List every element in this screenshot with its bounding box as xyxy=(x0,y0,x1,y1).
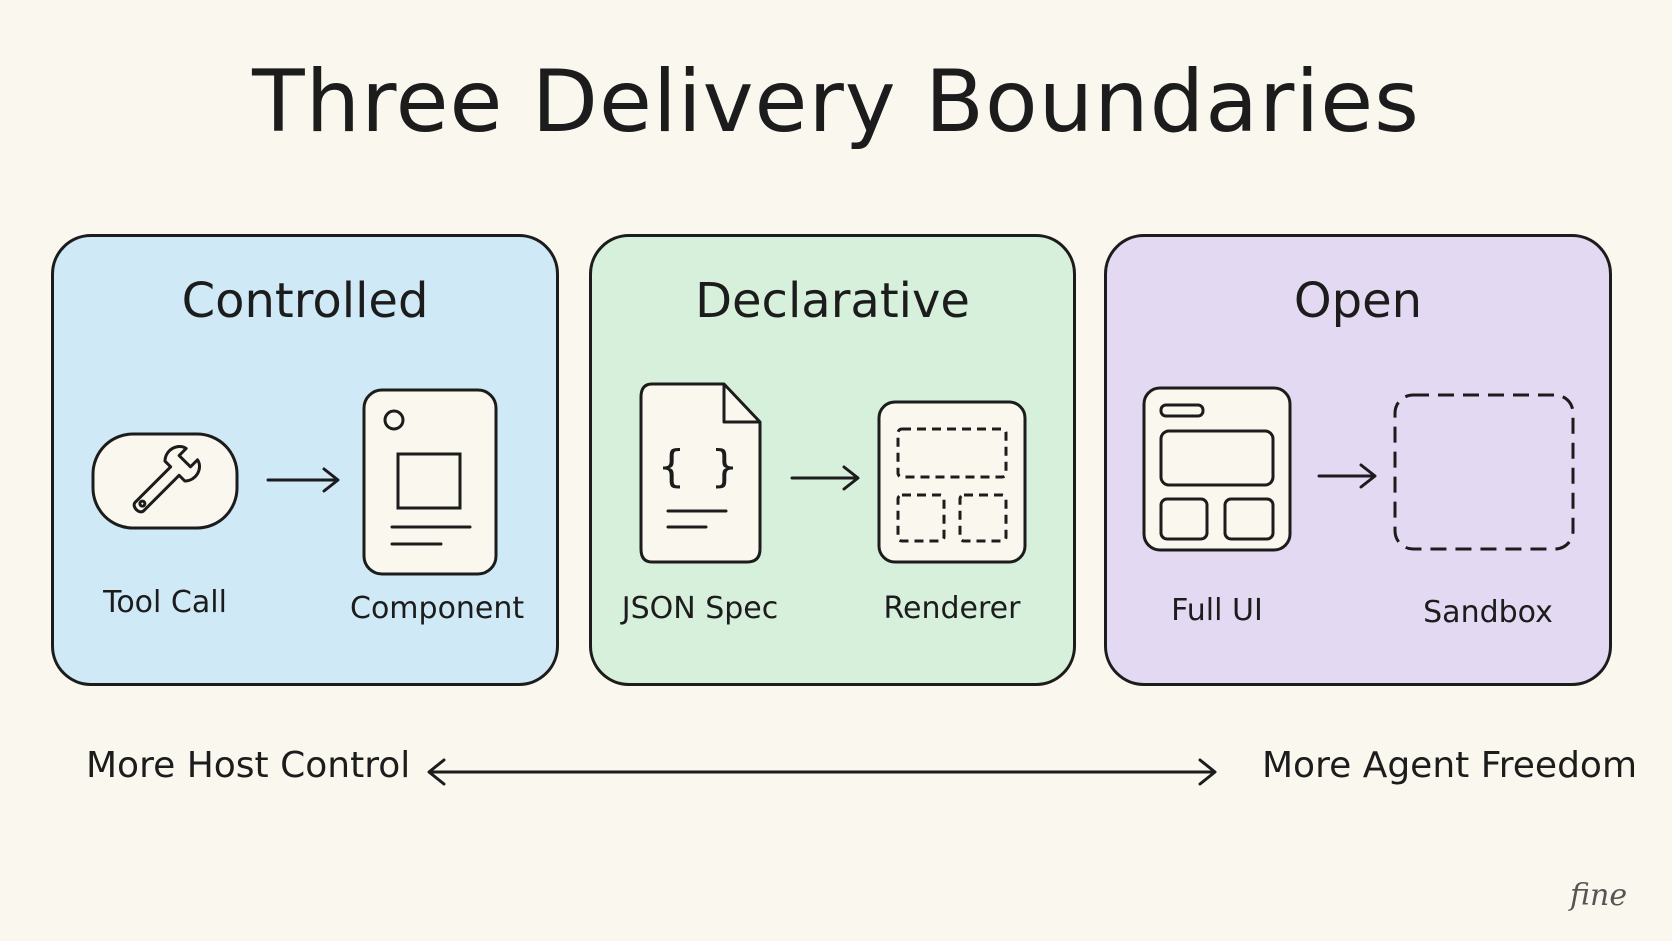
label-renderer: Renderer xyxy=(883,591,1021,626)
panel-open: Open Full UI Sandbox xyxy=(1104,234,1612,686)
renderer-layout-icon xyxy=(877,400,1027,564)
label-component: Component xyxy=(350,591,525,626)
double-arrow-icon xyxy=(427,758,1217,786)
diagram-title: Three Delivery Boundaries xyxy=(252,52,1420,152)
spectrum-right-label: More Agent Freedom xyxy=(1262,745,1638,786)
arrow-icon xyxy=(790,465,860,491)
arrow-icon xyxy=(266,467,340,493)
wrench-icon xyxy=(91,432,239,530)
panel-title-open: Open xyxy=(1293,273,1423,329)
component-card-icon xyxy=(362,388,498,576)
json-file-icon: { } xyxy=(639,382,762,564)
spectrum-left-label: More Host Control xyxy=(86,745,411,786)
label-sandbox: Sandbox xyxy=(1423,595,1553,630)
signature: fine xyxy=(1570,878,1628,913)
panel-declarative: Declarative { } JSON Spec Renderer xyxy=(589,234,1076,686)
svg-text:{ }: { } xyxy=(658,441,737,492)
arrow-icon xyxy=(1317,463,1377,489)
panel-title-declarative: Declarative xyxy=(695,273,970,329)
panel-controlled: Controlled Tool Call Component xyxy=(51,234,559,686)
label-json-spec: JSON Spec xyxy=(621,591,779,626)
label-tool-call: Tool Call xyxy=(103,585,227,620)
panel-title-controlled: Controlled xyxy=(181,273,429,329)
sandbox-dashed-box-icon xyxy=(1393,393,1575,551)
label-full-ui: Full UI xyxy=(1171,593,1263,628)
full-ui-window-icon xyxy=(1142,386,1292,552)
